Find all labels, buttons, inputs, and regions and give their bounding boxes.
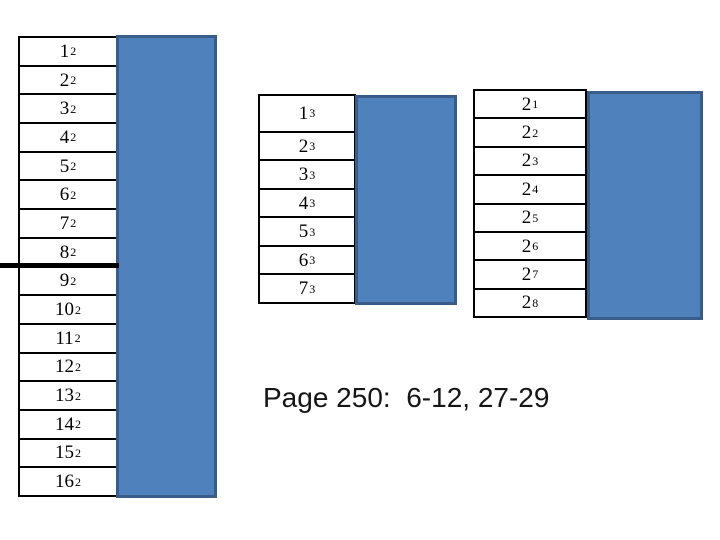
- answer-box-powers-of-two: [587, 91, 703, 320]
- answer-box-cubes: [355, 95, 457, 305]
- bold-divider-line: [0, 263, 119, 268]
- assignment-text: Page 250: 6-12, 27-29: [263, 382, 550, 413]
- answer-box-squares: [116, 35, 217, 498]
